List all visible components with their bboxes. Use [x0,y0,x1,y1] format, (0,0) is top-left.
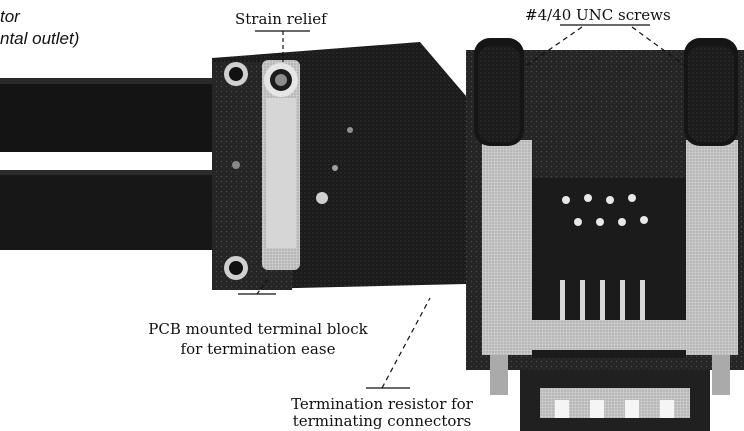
screws-label: #4/40 UNC screws [525,6,671,24]
lower-cable [0,170,240,250]
terminal-block-label-line2: for termination ease [180,340,336,358]
resistor-label-line1: Termination resistor for [291,395,473,413]
connector-housing [212,42,466,290]
screws [474,38,738,146]
strain-relief-label: Strain relief [235,10,327,28]
top-left-caption-line2: ntal outlet) [0,29,80,48]
resistor-label-line2: terminating connectors [292,412,472,430]
cables [0,78,240,250]
upper-cable [0,78,240,152]
top-left-caption-line1: tor [0,7,20,26]
strain-relief-clamp [262,60,300,270]
leader-lines [238,24,689,389]
terminal-block-label-line1: PCB mounted terminal block [148,320,368,338]
